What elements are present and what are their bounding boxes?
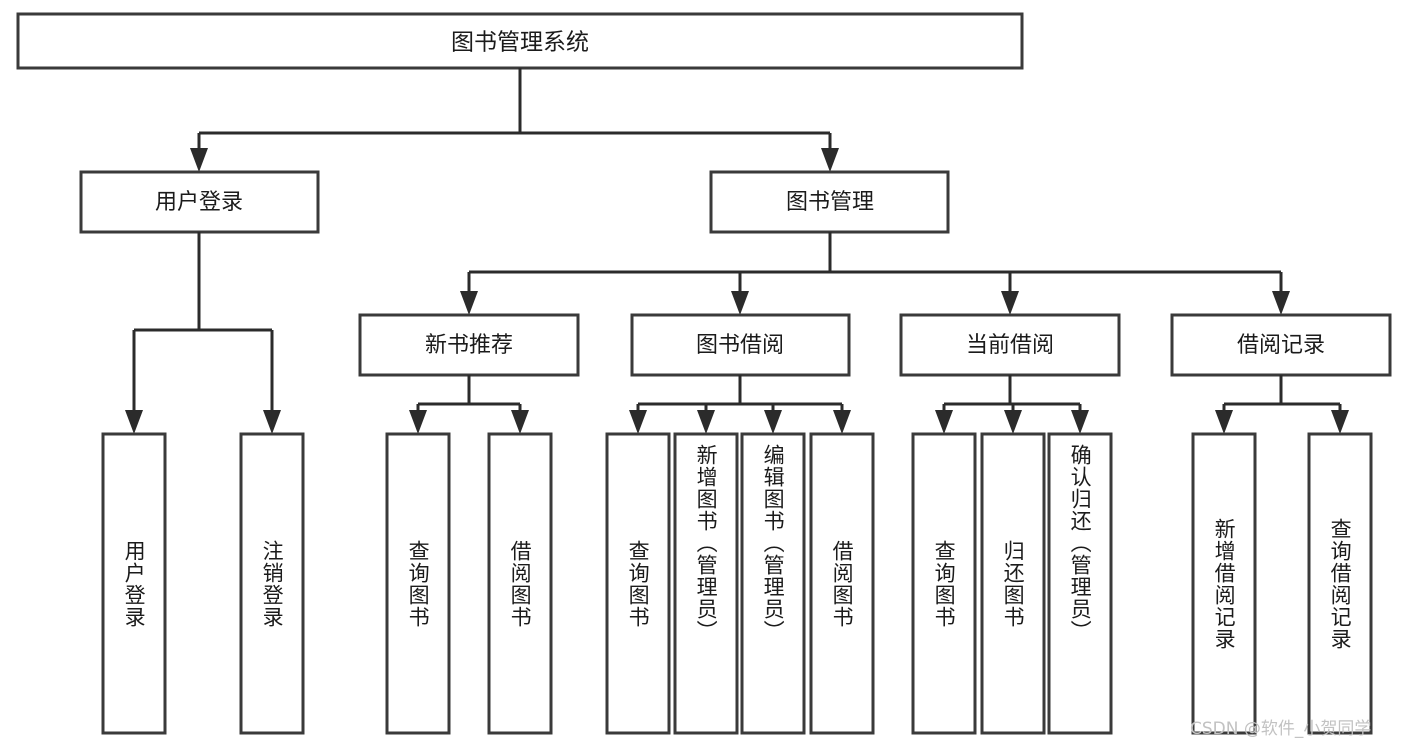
node-current-borrow-label: 当前借阅: [966, 333, 1054, 358]
leaf-label: 注销登录: [260, 539, 285, 628]
leaf-box-borrow-record-1[interactable]: [1307, 432, 1373, 735]
arrow-head-root-2: [821, 148, 839, 172]
node-book-borrow-box[interactable]: [630, 313, 851, 377]
leaf-box-new-book-0[interactable]: [385, 432, 451, 735]
leaf-box-book-borrow-3[interactable]: [809, 432, 875, 735]
node-new-book-box[interactable]: [358, 313, 580, 377]
leaf-book-borrow-1[interactable]: 新增图书（管理员）: [675, 434, 737, 733]
arrow-head-borrowrecord-1: [1215, 410, 1233, 434]
leaf-label: 新增图书（管理员）: [694, 444, 719, 642]
leaf-box-borrow-record-0[interactable]: [1191, 432, 1257, 735]
arrow-head-bookmanage-3: [1001, 291, 1019, 315]
arrow-head-borrowrecord-2: [1331, 410, 1349, 434]
leaf-book-borrow-3[interactable]: 借阅图书: [811, 434, 873, 733]
leaf-box-user-login-0[interactable]: [101, 432, 167, 735]
arrow-head-userlogin-1: [125, 410, 143, 434]
leaf-label: 用户登录: [122, 539, 147, 628]
arrow-head-currentborrow-1: [935, 410, 953, 434]
arrow-head-bookmanage-1: [460, 291, 478, 315]
leaf-label: 查询图书: [932, 539, 957, 628]
leaf-label: 借阅图书: [508, 539, 533, 628]
leaf-book-borrow-0[interactable]: 查询图书: [607, 434, 669, 733]
leaf-box-current-borrow-1[interactable]: [980, 432, 1046, 735]
leaf-label: 借阅图书: [830, 539, 855, 628]
leaf-label: 新增借阅记录: [1212, 517, 1237, 650]
node-book-borrow-label: 图书借阅: [696, 333, 784, 358]
arrow-head-currentborrow-2: [1004, 410, 1022, 434]
node-root-box[interactable]: [16, 12, 1024, 70]
arrow-head-bookborrow-1: [629, 410, 647, 434]
leaf-box-user-login-1[interactable]: [239, 432, 305, 735]
leaf-label: 编辑图书（管理员）: [761, 444, 786, 642]
leaf-box-book-borrow-2[interactable]: [740, 432, 806, 735]
arrow-head-bookmanage-2: [731, 291, 749, 315]
leaf-current-borrow-2[interactable]: 确认归还（管理员）: [1049, 434, 1111, 733]
leaf-user-login-1[interactable]: 注销登录: [241, 434, 303, 733]
node-root-label: 图书管理系统: [451, 30, 589, 56]
leaf-box-current-borrow-0[interactable]: [911, 432, 977, 735]
leaf-user-login-0[interactable]: 用户登录: [103, 434, 165, 733]
arrow-head-bookborrow-4: [833, 410, 851, 434]
node-new-book-label: 新书推荐: [425, 333, 513, 358]
arrow-head-userlogin-2: [263, 410, 281, 434]
leaf-book-borrow-2[interactable]: 编辑图书（管理员）: [742, 434, 804, 733]
arrow-head-currentborrow-3: [1071, 410, 1089, 434]
arrow-head-bookborrow-3: [764, 410, 782, 434]
leaf-box-book-borrow-0[interactable]: [605, 432, 671, 735]
leaf-borrow-record-0[interactable]: 新增借阅记录: [1193, 434, 1255, 733]
arrow-head-bookborrow-2: [697, 410, 715, 434]
arrow-head-root-1: [190, 148, 208, 172]
leaf-label: 查询借阅记录: [1328, 517, 1353, 650]
leaf-box-current-borrow-2[interactable]: [1047, 432, 1113, 735]
leaf-new-book-1[interactable]: 借阅图书: [489, 434, 551, 733]
leaf-borrow-record-1[interactable]: 查询借阅记录: [1309, 434, 1371, 733]
arrow-head-newbook-1: [409, 410, 427, 434]
arrow-head-bookmanage-4: [1272, 291, 1290, 315]
leaf-new-book-0[interactable]: 查询图书: [387, 434, 449, 733]
leaf-label: 查询图书: [406, 539, 431, 628]
leaf-current-borrow-0[interactable]: 查询图书: [913, 434, 975, 733]
leaf-box-book-borrow-1[interactable]: [673, 432, 739, 735]
node-user-login-label: 用户登录: [155, 190, 243, 215]
leaf-current-borrow-1[interactable]: 归还图书: [982, 434, 1044, 733]
leaf-label: 确认归还（管理员）: [1068, 444, 1093, 642]
leaf-box-new-book-1[interactable]: [487, 432, 553, 735]
leaf-label: 归还图书: [1001, 539, 1026, 628]
arrow-head-newbook-2: [511, 410, 529, 434]
node-book-manage-label: 图书管理: [786, 190, 874, 215]
node-borrow-record-label: 借阅记录: [1237, 333, 1325, 358]
leaf-label: 查询图书: [626, 539, 651, 628]
node-current-borrow-box[interactable]: [899, 313, 1121, 377]
